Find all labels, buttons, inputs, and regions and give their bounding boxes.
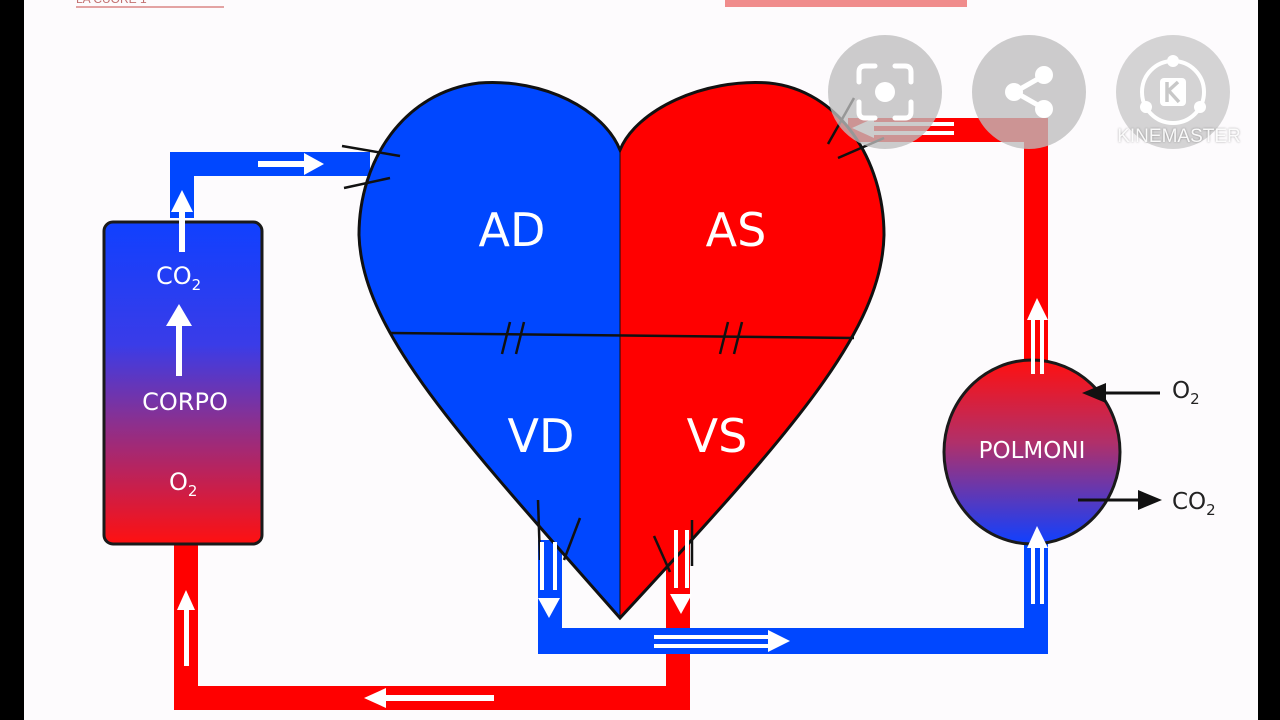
label-as: AS: [706, 203, 767, 257]
av-divider-line: [389, 331, 855, 340]
screen-capture-button[interactable]: [828, 35, 942, 149]
lung-co2-label: CO2: [1172, 489, 1216, 519]
circulation-diagram: AD AS VD VS CO2 CORPO O2 POLMONI O2 CO2: [102, 80, 1216, 710]
body-o2-label: O2: [169, 468, 197, 500]
lung-o2-label: O2: [1172, 378, 1200, 408]
vena-cava-valve: [341, 144, 401, 190]
flow-arrow-lungs-in-up: [1027, 526, 1048, 604]
flow-arrow-to-lungs-right: [654, 630, 790, 652]
label-ad: AD: [479, 203, 546, 257]
top-left-title-fragment: LA CUORE 1: [76, 0, 224, 8]
flow-arrow-to-heart: [258, 153, 324, 175]
lungs-name-label: POLMONI: [979, 438, 1086, 464]
share-button[interactable]: [972, 35, 1086, 149]
top-right-bar-fragment: [725, 0, 967, 7]
flow-arrow-artery-left: [364, 688, 494, 708]
kinemaster-watermark: KINEMASTER: [1117, 126, 1241, 147]
flow-arrow-ventricle-down-right: [670, 530, 692, 614]
flow-arrow-body-inside: [166, 304, 192, 376]
body-co2-label: CO2: [156, 262, 201, 294]
co2-out-arrow: [1078, 490, 1162, 510]
share-icon: [1005, 66, 1053, 118]
aortic-valve: [652, 520, 694, 573]
label-vd: VD: [508, 409, 575, 463]
flow-arrow-lungs-out-up: [1027, 298, 1048, 374]
mitral-valve: [718, 321, 744, 355]
systemic-artery-vessel: [174, 540, 690, 710]
body-name-label: CORPO: [142, 388, 228, 416]
o2-in-arrow: [1082, 383, 1160, 403]
tricuspid-valve: [500, 321, 526, 355]
kinemaster-logo: [1116, 35, 1230, 149]
pulmonary-valve: [536, 499, 582, 561]
flow-arrow-body-up: [171, 190, 193, 252]
flow-arrow-artery-up: [177, 590, 195, 666]
kinemaster-k-icon: [1140, 55, 1206, 125]
flow-arrow-ventricle-down-left: [538, 542, 560, 618]
video-frame: AD AS VD VS CO2 CORPO O2 POLMONI O2 CO2 …: [24, 0, 1258, 720]
label-vs: VS: [687, 409, 748, 463]
screen-capture-icon: [856, 63, 914, 121]
heart: [357, 80, 886, 621]
